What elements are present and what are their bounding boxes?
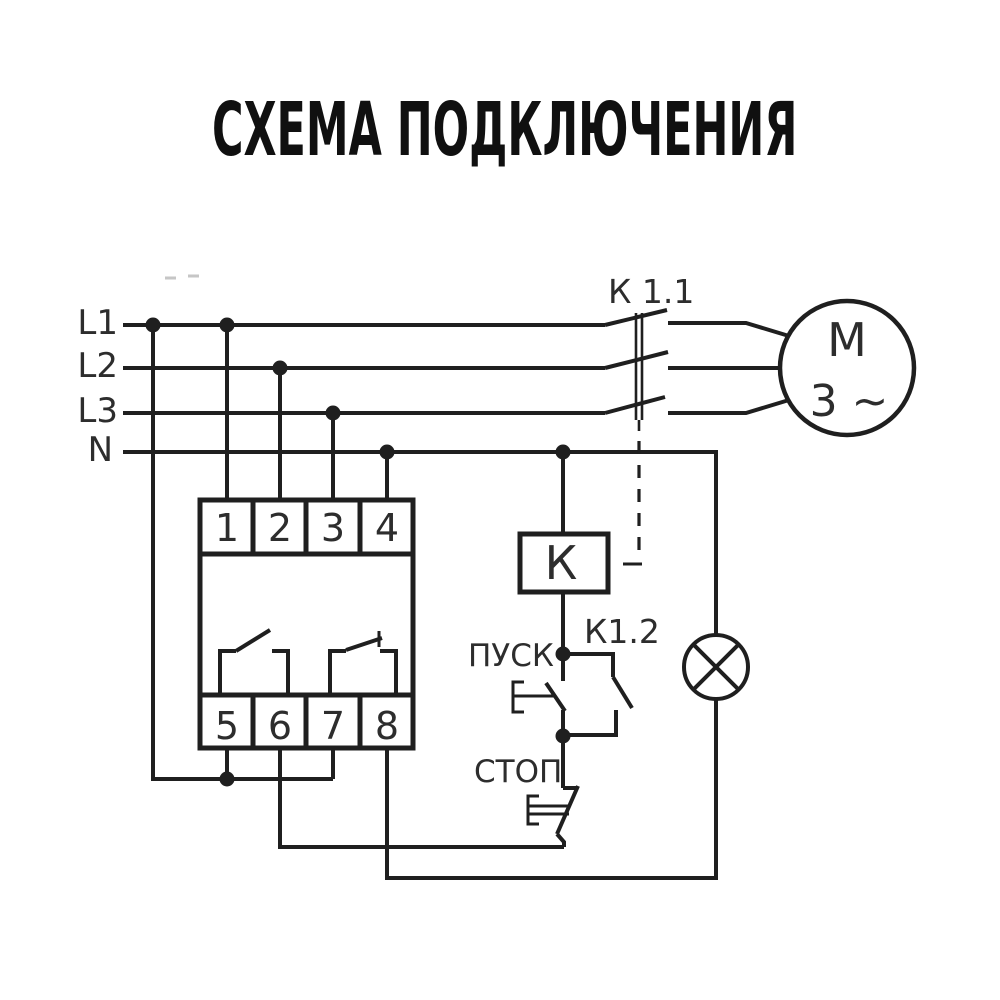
lamp-cross-icon xyxy=(691,642,741,692)
internal-contact-left xyxy=(218,628,290,695)
terminal-5: 5 xyxy=(215,704,239,748)
terminal-3: 3 xyxy=(321,506,345,550)
feed-l1-to-bottom xyxy=(151,325,333,781)
stop-bottom-wire xyxy=(555,832,566,847)
junction-dot xyxy=(555,728,571,744)
coil-letter: К xyxy=(545,536,578,590)
k12-aux-contact: К1.2 xyxy=(563,612,660,737)
page-title-text: СХЕМА ПОДКЛЮЧЕНИЯ xyxy=(211,87,798,173)
terminal-8: 8 xyxy=(375,704,399,748)
stop-button-symbol: СТОП xyxy=(474,736,580,847)
start-actuator-bracket xyxy=(511,680,524,714)
stop-blade xyxy=(555,785,580,835)
label-l2: L2 xyxy=(77,346,118,386)
relay-device-box: 1 2 3 4 5 6 7 8 xyxy=(197,497,416,751)
motor-lead-3 xyxy=(668,398,790,415)
contactor-coil: К xyxy=(517,452,611,654)
terminal-row-lines xyxy=(200,551,413,698)
stop-actuator-bracket xyxy=(526,794,539,826)
start-blade xyxy=(544,681,567,713)
contact-right-blade xyxy=(345,636,383,652)
wire-terminal-8-to-lamp xyxy=(385,699,718,880)
junction-dot xyxy=(219,317,235,333)
contact-right-leg xyxy=(328,649,346,695)
terminal-6: 6 xyxy=(268,704,292,748)
junction-dots xyxy=(145,317,571,787)
junction-dot xyxy=(272,360,288,376)
top-terminal-dividers xyxy=(250,500,363,554)
label-n: N xyxy=(88,430,113,470)
motor-letter: M xyxy=(827,313,867,367)
wire-terminal-6-to-stop xyxy=(278,748,564,849)
page-title: СХЕМА ПОДКЛЮЧЕНИЯ xyxy=(0,87,1000,173)
contact-left-blade xyxy=(234,628,272,653)
junction-dot xyxy=(555,646,571,662)
motor-symbol: M 3 ~ xyxy=(777,298,917,438)
motor-lead-1 xyxy=(668,321,790,338)
label-l1: L1 xyxy=(77,303,118,343)
junction-dot xyxy=(379,444,395,460)
contact-left-leg xyxy=(218,649,236,695)
k12-top-branch xyxy=(563,652,615,677)
k11-label: К 1.1 xyxy=(608,272,694,311)
label-l3: L3 xyxy=(77,391,118,431)
stop-plunger xyxy=(528,804,569,816)
junction-dot xyxy=(555,444,571,460)
terminal-7: 7 xyxy=(321,704,345,748)
lamp-symbol xyxy=(682,633,750,701)
motor-circle xyxy=(777,298,917,438)
internal-contact-right xyxy=(328,631,398,695)
terminal-1: 1 xyxy=(215,506,239,550)
terminal-feeds xyxy=(151,325,718,880)
motor-phase: 3 ~ xyxy=(810,376,889,427)
bottom-terminal-dividers xyxy=(250,695,363,748)
k12-blade xyxy=(611,675,634,710)
contact-right-right-leg xyxy=(380,649,398,695)
lamp-circle xyxy=(682,633,750,701)
k12-bottom-branch xyxy=(563,710,618,737)
line-n-to-lamp xyxy=(123,450,718,635)
terminal-4: 4 xyxy=(375,506,399,550)
stop-label: СТОП xyxy=(474,754,562,790)
faint-artifact-marks xyxy=(165,274,199,280)
contact-left-right-leg xyxy=(272,649,290,695)
terminal-2: 2 xyxy=(268,506,292,550)
k12-label: К1.2 xyxy=(584,612,660,651)
start-button-symbol: ПУСК xyxy=(468,638,567,736)
power-lines xyxy=(123,323,718,635)
k11-linkage xyxy=(634,313,644,431)
start-label: ПУСК xyxy=(468,638,554,674)
junction-dot xyxy=(325,405,341,421)
k11-main-contact: К 1.1 xyxy=(604,272,790,566)
junction-dot xyxy=(145,317,161,333)
junction-dot xyxy=(219,771,235,787)
